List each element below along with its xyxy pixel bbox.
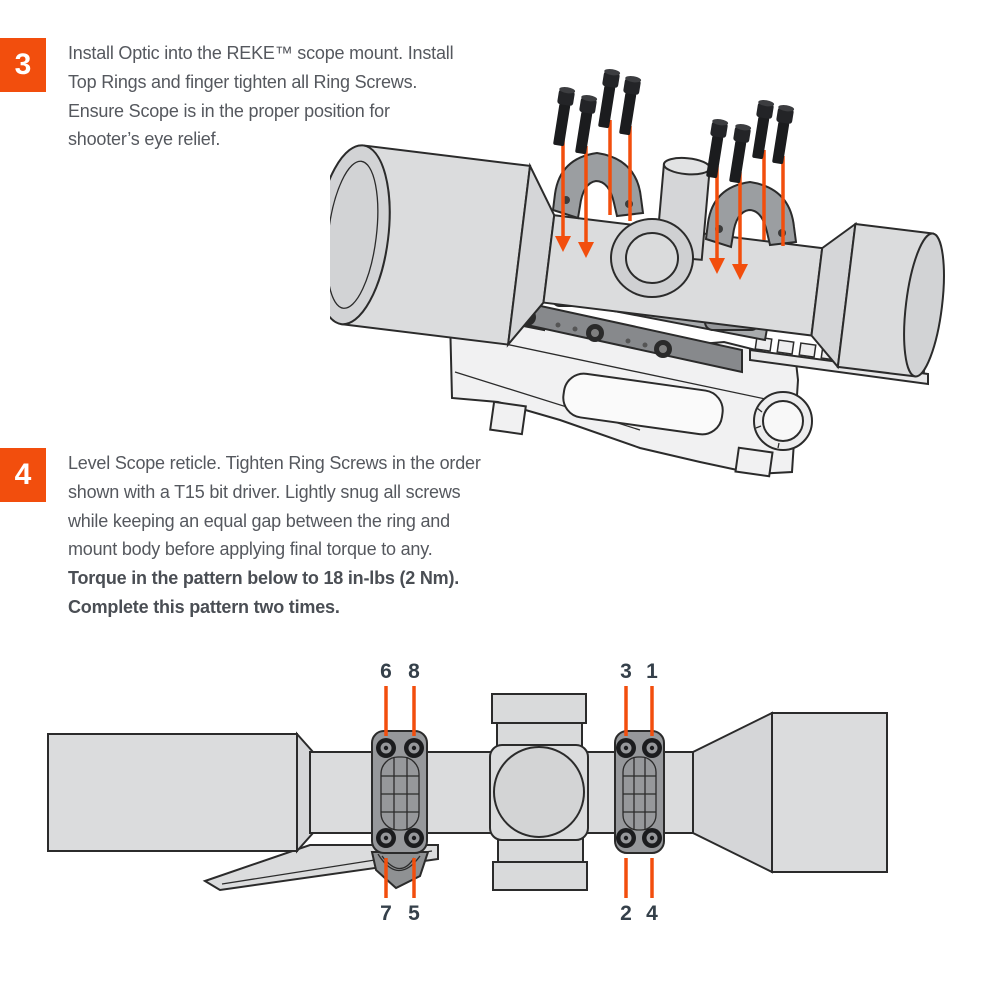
ring-screw-icon: [616, 828, 636, 848]
objective-bell: [47, 733, 298, 852]
text-line: Top Rings and finger tighten all Ring Sc…: [68, 71, 418, 92]
ring-screw-icon: [769, 103, 795, 165]
ring-screw-icon: [616, 74, 642, 136]
front-ring: [614, 730, 665, 854]
elevation-turret: [491, 693, 587, 724]
ring-screw-icon: [376, 828, 396, 848]
ring-screw-icon: [749, 98, 775, 160]
ring-screw-icon: [550, 85, 576, 147]
torque-label-3: 3: [620, 660, 632, 683]
mount-nose: [370, 851, 430, 890]
ring-screw-icon: [642, 828, 662, 848]
text-line: while keeping an equal gap between the r…: [68, 510, 450, 531]
step-3-badge: 3: [0, 38, 46, 92]
windage-turret: [492, 861, 588, 891]
ring-screw-icon: [572, 93, 598, 155]
ring-screw-icon: [616, 738, 636, 758]
arrowheads: [555, 236, 748, 280]
torque-label-5: 5: [408, 902, 420, 925]
turret-cap: [493, 746, 585, 838]
ring-screw-icon: [726, 122, 752, 184]
install-arrows: [561, 120, 785, 266]
torque-label-6: 6: [380, 660, 392, 683]
torque-label-2: 2: [620, 902, 632, 925]
text-line: Install Optic into the REKE™ scope mount…: [68, 43, 454, 63]
text-line: shooter’s eye relief.: [68, 129, 221, 150]
torque-label-4: 4: [646, 902, 658, 925]
ring-screw-icon: [404, 738, 424, 758]
text-line: Ensure Scope is in the proper position f…: [68, 100, 390, 121]
torque-sequence-diagram: 6 8 3 1 7 5 2 4: [47, 660, 888, 925]
torque-label-8: 8: [408, 660, 420, 683]
install-diagram: [330, 67, 945, 478]
rear-ring: [371, 730, 428, 854]
ring-screw-icon: [642, 738, 662, 758]
ring-screw-icon: [703, 117, 729, 179]
eyepiece-bell: [771, 712, 888, 873]
ejection-port: [562, 372, 724, 436]
torque-spec-line: Torque in the pattern below to 18 in-lbs…: [68, 568, 460, 589]
step-3-instructions: Install Optic into the REKE™ scope mount…: [68, 39, 454, 154]
ring-screw-icon: [376, 738, 396, 758]
ring-screw-icon: [595, 67, 621, 129]
step-4-instructions: Level Scope reticle. Tighten Ring Screws…: [68, 449, 481, 622]
text-line: mount body before applying final torque …: [68, 539, 433, 560]
scope-side-view: [47, 693, 888, 891]
step-4-badge: 4: [0, 448, 46, 502]
text-line: Level Scope reticle. Tighten Ring Screws…: [68, 453, 481, 473]
repeat-pattern-line: Complete this pattern two times.: [68, 596, 340, 617]
text-line: shown with a T15 bit driver. Lightly snu…: [68, 481, 461, 502]
leader-lines: [384, 686, 654, 898]
torque-label-7: 7: [380, 902, 392, 925]
ring-screw-icon: [404, 828, 424, 848]
torque-label-1: 1: [646, 660, 658, 683]
torque-order-labels: 6 8 3 1 7 5 2 4: [380, 660, 658, 925]
